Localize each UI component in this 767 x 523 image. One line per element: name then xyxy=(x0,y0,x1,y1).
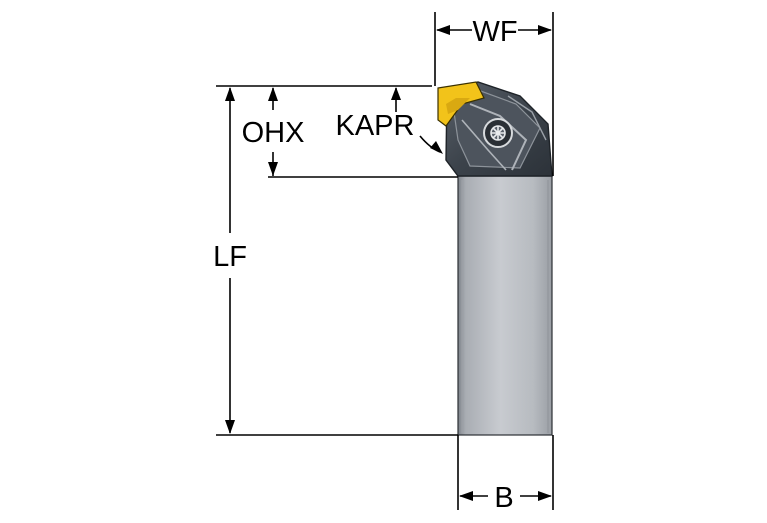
ohx-dimension: OHX xyxy=(242,87,305,176)
cutting-insert xyxy=(437,81,485,127)
shank xyxy=(457,175,553,436)
lf-label: LF xyxy=(213,241,247,273)
ohx-label: OHX xyxy=(242,117,305,149)
b-dimension: B xyxy=(457,435,554,514)
kapr-dimension: KAPR xyxy=(336,87,443,154)
wf-dimension: WF xyxy=(434,12,554,176)
lf-dimension: LF xyxy=(213,87,247,434)
wf-label: WF xyxy=(472,16,517,48)
reference-lines xyxy=(216,85,458,436)
b-label: B xyxy=(494,482,513,514)
clamp-screw-icon xyxy=(483,118,513,148)
kapr-label: KAPR xyxy=(336,110,415,142)
